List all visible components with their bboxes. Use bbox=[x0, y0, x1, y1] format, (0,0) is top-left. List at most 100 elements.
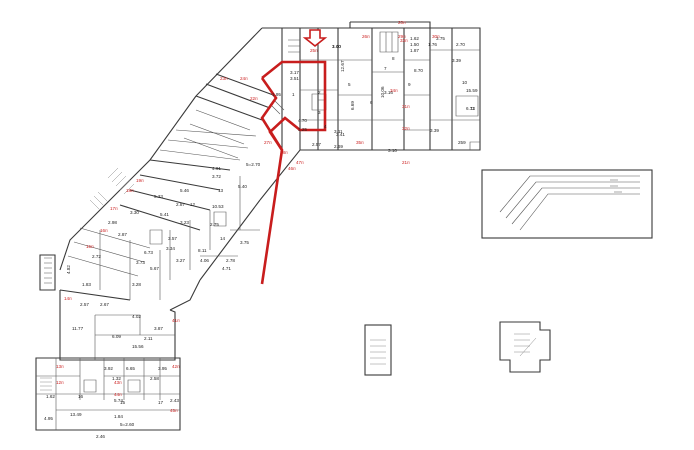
room-id-label: 46п bbox=[288, 166, 296, 171]
room-id-label: 25п bbox=[310, 48, 318, 53]
dimension-label: 2.87 bbox=[118, 232, 127, 237]
middle-wing-walls bbox=[119, 95, 261, 281]
upper-wing-walls bbox=[183, 27, 338, 201]
dimension-label: 5=2.70 bbox=[246, 162, 261, 167]
dimension-label: 3.27 bbox=[176, 258, 185, 263]
dimension-label: 3.25 bbox=[298, 127, 307, 132]
dimension-label: 3.92 bbox=[104, 366, 113, 371]
room-number-label: 17 bbox=[158, 400, 164, 405]
room-id-label: 34п bbox=[390, 88, 398, 93]
room-number-label: 3 bbox=[318, 110, 321, 115]
left-wing-walls bbox=[39, 167, 201, 311]
dimension-label: 12.67 bbox=[340, 60, 345, 72]
room-id-label: 42п bbox=[172, 364, 180, 369]
dimension-label: 1.62 bbox=[46, 394, 55, 399]
selected-premises-outline-2 bbox=[260, 77, 284, 151]
dimension-label: 3.39 bbox=[430, 128, 439, 133]
room-number-label: 10 bbox=[462, 80, 468, 85]
dimension-label: 5.33 bbox=[154, 194, 163, 199]
dimension-label: 3.95 bbox=[158, 366, 167, 371]
room-id-label: 24п bbox=[240, 76, 248, 81]
dimension-label: 3.28 bbox=[132, 282, 141, 287]
dimension-label: 3.40 bbox=[332, 44, 341, 49]
dimension-label: 1.32 bbox=[112, 376, 121, 381]
dimension-label: 1.00 bbox=[332, 44, 341, 49]
dimension-label: 4.82 bbox=[66, 265, 71, 274]
room-number-label: 6 bbox=[370, 100, 373, 105]
room-id-label: 35п bbox=[356, 140, 364, 145]
dimension-label: 4.61 bbox=[212, 166, 221, 171]
dimension-label: 3.87 bbox=[154, 326, 163, 331]
dimension-label: 2.70 bbox=[456, 42, 465, 47]
room-id-label: 43п bbox=[114, 380, 122, 385]
dimension-label: 10.06 bbox=[380, 86, 385, 98]
room-id-label: 26п bbox=[362, 34, 370, 39]
dimension-label: 2.78 bbox=[226, 258, 235, 263]
dimension-label: 2.11 bbox=[144, 336, 153, 341]
dimension-label: 3.17 bbox=[290, 70, 299, 75]
stair-tower-2 bbox=[499, 321, 551, 373]
room-id-label: 22п bbox=[250, 96, 258, 101]
dimension-label: 1.83 bbox=[82, 282, 91, 287]
room-number-label: 2 bbox=[318, 90, 321, 95]
dimension-label: 4.02 bbox=[132, 314, 141, 319]
dimension-label: 2.67 bbox=[100, 302, 109, 307]
room-number-label: 7 bbox=[384, 66, 387, 71]
room-id-label: 20п bbox=[398, 20, 406, 25]
right-wing-walls bbox=[337, 21, 481, 151]
dimension-label: 4.06 bbox=[200, 258, 209, 263]
dimension-label: 6.73 bbox=[466, 106, 475, 111]
room-id-label: 32п bbox=[402, 126, 410, 131]
dimension-label: 3.34 bbox=[166, 246, 175, 251]
dimension-label: 2.75 bbox=[210, 222, 219, 227]
dimension-label: 1.62 bbox=[410, 36, 419, 41]
room-id-label: 21п bbox=[402, 160, 410, 165]
room-number-label: 16 bbox=[78, 394, 84, 399]
dimension-label: 3.75 bbox=[240, 240, 249, 245]
room-id-label: 13п bbox=[56, 364, 64, 369]
room-number-label: 12 bbox=[190, 202, 196, 207]
room-id-label: 31п bbox=[402, 104, 410, 109]
dimension-label: 2.69 bbox=[334, 144, 343, 149]
dimension-label: 5.41 bbox=[160, 212, 169, 217]
dimension-label: 3.51 bbox=[290, 76, 299, 81]
room-number-label: 13 bbox=[218, 188, 224, 193]
room-id-label: 30п bbox=[432, 34, 440, 39]
dimension-label: 6.69 bbox=[350, 101, 355, 110]
room-id-label: 19п bbox=[136, 178, 144, 183]
room-id-label: 27п bbox=[264, 140, 272, 145]
dimension-label: 2.57 bbox=[80, 302, 89, 307]
stair-tower-1 bbox=[364, 324, 392, 376]
dimension-label: 3.41 bbox=[336, 132, 345, 137]
dimension-label: 1.95 bbox=[272, 92, 281, 97]
room-number-label: 8 bbox=[392, 56, 395, 61]
dimension-label: 3.72 bbox=[212, 174, 221, 179]
room-number-label: 4 bbox=[324, 124, 327, 129]
room-id-label: 41п bbox=[172, 318, 180, 323]
dimension-label: 2.87 bbox=[176, 202, 185, 207]
dimension-label: 5=2.60 bbox=[120, 422, 135, 427]
dimension-label: 3.23 bbox=[180, 220, 189, 225]
dimension-label: 13.49 bbox=[70, 412, 82, 417]
room-number-label: 11 bbox=[470, 106, 475, 111]
room-id-label: 45п bbox=[170, 408, 178, 413]
dimension-label: 3.39 bbox=[452, 58, 461, 63]
dimension-label: 1.76 bbox=[428, 42, 437, 47]
room-id-label: 23п bbox=[220, 76, 228, 81]
room-number-label: 9 bbox=[408, 82, 411, 87]
room-id-label: 12п bbox=[56, 380, 64, 385]
dimension-label: 15.56 bbox=[132, 344, 144, 349]
dimension-label: 4.71 bbox=[222, 266, 231, 271]
room-id-label: 29п bbox=[398, 34, 406, 39]
dimension-label: 3.57 bbox=[168, 236, 177, 241]
dimension-label: 2.98 bbox=[108, 220, 117, 225]
dimension-label: 3.73 bbox=[136, 260, 145, 265]
lower-block-walls bbox=[35, 289, 181, 431]
dimension-label: 6.65 bbox=[126, 366, 135, 371]
selection-arrow-icon[interactable] bbox=[302, 29, 328, 48]
dimension-label: 3.16 bbox=[384, 90, 393, 95]
